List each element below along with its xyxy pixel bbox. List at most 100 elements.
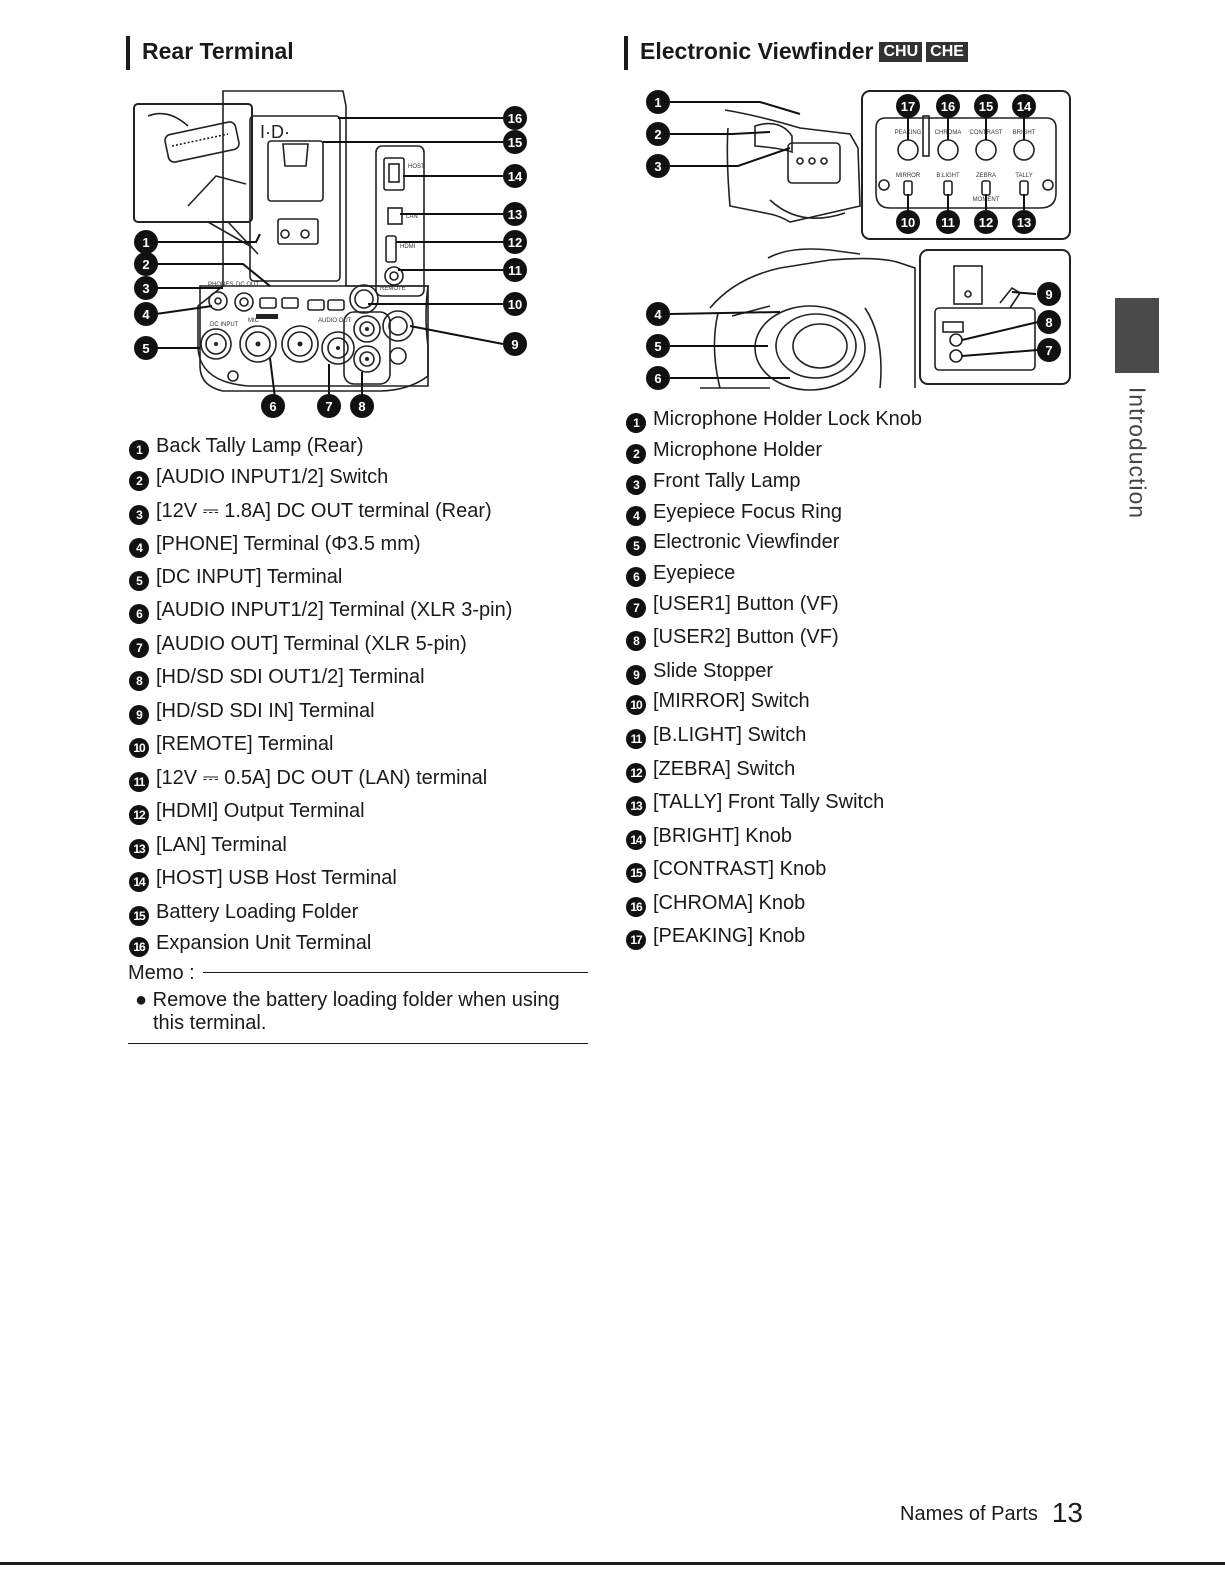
- svg-text:9: 9: [511, 337, 518, 352]
- vf-item: 10[MIRROR] Switch: [626, 689, 810, 715]
- svg-text:14: 14: [1017, 99, 1032, 114]
- memo-bullet: ● Remove the battery loading folder when…: [135, 989, 560, 1011]
- bottom-rule: [0, 1562, 1225, 1565]
- svg-text:12: 12: [979, 215, 993, 230]
- rear-terminal-diagram: PHONES DC OUT DC INPUT MIC AUDIO OUT REM…: [133, 90, 527, 418]
- svg-text:14: 14: [508, 169, 523, 184]
- rear-item: 10[REMOTE] Terminal: [129, 732, 333, 758]
- svg-text:5: 5: [142, 341, 149, 356]
- svg-text:1: 1: [654, 95, 661, 110]
- chapter-tab-label: Introduction: [1124, 386, 1151, 520]
- svg-text:11: 11: [941, 215, 955, 230]
- svg-text:REMOTE: REMOTE: [380, 286, 406, 292]
- svg-text:AUDIO OUT: AUDIO OUT: [318, 318, 352, 324]
- svg-text:2: 2: [654, 127, 661, 142]
- svg-text:15: 15: [979, 99, 993, 114]
- svg-text:B.LIGHT: B.LIGHT: [936, 173, 960, 179]
- rear-item: 3[12V ⎓ 1.8A] DC OUT terminal (Rear): [129, 499, 492, 525]
- svg-text:10: 10: [508, 297, 522, 312]
- badge-che: CHE: [926, 42, 968, 62]
- svg-text:5: 5: [654, 339, 661, 354]
- svg-text:10: 10: [901, 215, 915, 230]
- memo-top-rule: [203, 972, 588, 973]
- svg-text:12: 12: [508, 235, 522, 250]
- rear-item: 9[HD/SD SDI IN] Terminal: [129, 699, 375, 725]
- vf-item: 12[ZEBRA] Switch: [626, 757, 795, 783]
- rear-item: 7[AUDIO OUT] Terminal (XLR 5-pin): [129, 632, 467, 658]
- rear-item: 13[LAN] Terminal: [129, 833, 287, 859]
- vf-item: 17[PEAKING] Knob: [626, 924, 805, 950]
- viewfinder-diagram: PEAKING CHROMA CONTRAST BRIGHT MIRROR B.…: [646, 90, 1071, 391]
- vf-item: 13[TALLY] Front Tally Switch: [626, 790, 884, 816]
- svg-text:3: 3: [142, 281, 149, 296]
- svg-text:HOST: HOST: [408, 164, 425, 170]
- vf-item: 14[BRIGHT] Knob: [626, 824, 792, 850]
- svg-text:13: 13: [1017, 215, 1031, 230]
- viewfinder-title-text: Electronic Viewfinder: [640, 38, 874, 64]
- svg-text:6: 6: [269, 399, 276, 414]
- svg-text:16: 16: [941, 99, 955, 114]
- rear-item: 2[AUDIO INPUT1/2] Switch: [129, 465, 388, 491]
- bullet-dot: ●: [135, 989, 148, 1011]
- svg-text:3: 3: [654, 159, 661, 174]
- vf-item: 16[CHROMA] Knob: [626, 891, 805, 917]
- svg-text:8: 8: [1045, 315, 1052, 330]
- vf-item: 7[USER1] Button (VF): [626, 592, 839, 618]
- svg-text:DC INPUT: DC INPUT: [210, 322, 239, 328]
- svg-text:6: 6: [654, 371, 661, 386]
- vf-item: 8[USER2] Button (VF): [626, 625, 839, 651]
- svg-text:DC OUT: DC OUT: [236, 282, 259, 288]
- memo-bottom-rule: [128, 1043, 588, 1044]
- rear-item: 4[PHONE] Terminal (Φ3.5 mm): [129, 532, 421, 558]
- rear-item: 5[DC INPUT] Terminal: [129, 565, 342, 591]
- svg-text:7: 7: [325, 399, 332, 414]
- rear-item: 11[12V ⎓ 0.5A] DC OUT (LAN) terminal: [129, 766, 487, 792]
- svg-text:7: 7: [1045, 343, 1052, 358]
- rear-item: 6[AUDIO INPUT1/2] Terminal (XLR 3-pin): [129, 598, 512, 624]
- rear-terminal-title-text: Rear Terminal: [142, 38, 294, 64]
- vf-item: 11[B.LIGHT] Switch: [626, 723, 806, 749]
- svg-text:4: 4: [142, 307, 150, 322]
- svg-text:ZEBRA: ZEBRA: [976, 173, 996, 179]
- page-footer: Names of Parts 13: [900, 1497, 1083, 1529]
- svg-text:LAN: LAN: [406, 214, 418, 220]
- svg-text:17: 17: [901, 99, 915, 114]
- memo-label: Memo :: [128, 962, 195, 984]
- svg-text:11: 11: [508, 263, 522, 278]
- svg-text:I·D·: I·D·: [260, 122, 290, 142]
- svg-text:2: 2: [142, 257, 149, 272]
- badge-chu: CHU: [879, 42, 923, 62]
- page-number: 13: [1051, 1497, 1083, 1528]
- svg-text:MIRROR: MIRROR: [896, 173, 921, 179]
- rear-item: 12[HDMI] Output Terminal: [129, 799, 365, 825]
- chapter-tab-marker: [1115, 298, 1159, 373]
- svg-text:15: 15: [508, 135, 522, 150]
- svg-text:1: 1: [142, 235, 149, 250]
- svg-text:TALLY: TALLY: [1015, 173, 1032, 179]
- svg-text:16: 16: [508, 111, 522, 126]
- svg-text:4: 4: [654, 307, 662, 322]
- rear-terminal-title: Rear Terminal: [126, 36, 294, 70]
- vf-item: 15[CONTRAST] Knob: [626, 857, 826, 883]
- svg-text:9: 9: [1045, 287, 1052, 302]
- svg-text:13: 13: [508, 207, 522, 222]
- svg-text:MIC: MIC: [248, 318, 260, 324]
- footer-section-label: Names of Parts: [900, 1503, 1038, 1525]
- rear-item: 14[HOST] USB Host Terminal: [129, 866, 397, 892]
- svg-text:HDMI: HDMI: [400, 244, 416, 250]
- rear-item: 8[HD/SD SDI OUT1/2] Terminal: [129, 665, 425, 691]
- memo-bullet-cont: this terminal.: [153, 1012, 267, 1034]
- svg-text:8: 8: [358, 399, 365, 414]
- svg-text:PHONES: PHONES: [208, 282, 233, 288]
